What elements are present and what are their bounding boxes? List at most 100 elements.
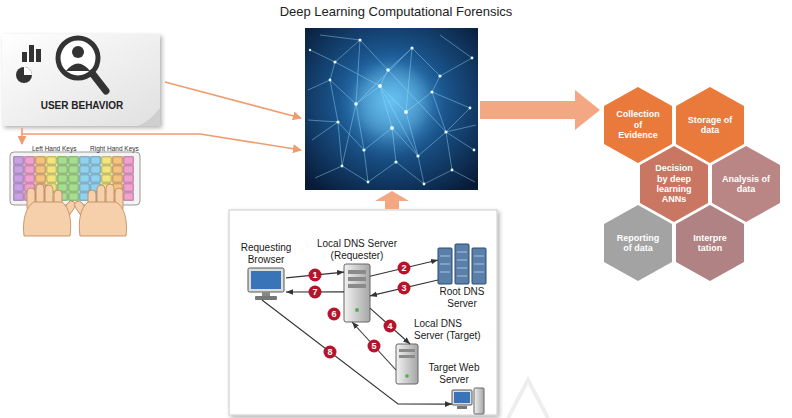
card-label: USER BEHAVIOR bbox=[2, 100, 162, 111]
network-device: Requesting Browser bbox=[246, 268, 286, 300]
neural-network-image bbox=[386, 68, 390, 72]
neural-network-image bbox=[308, 35, 476, 132]
neural-network-image bbox=[423, 183, 426, 186]
callout-number: 8 bbox=[324, 346, 337, 359]
target-dns-server-icon bbox=[399, 355, 415, 358]
neural-network-image bbox=[432, 76, 452, 170]
neural-network-image bbox=[469, 107, 472, 110]
callout-number: 5 bbox=[368, 340, 381, 353]
neural-network-image bbox=[341, 165, 344, 168]
process-hexagon: Reporting of data bbox=[604, 205, 672, 281]
neural-network-image bbox=[362, 148, 365, 151]
requester-server-icon bbox=[348, 284, 366, 288]
neural-network-image bbox=[394, 160, 397, 163]
behavior-card: USER BEHAVIOR bbox=[2, 34, 162, 128]
requester-server-icon bbox=[344, 264, 370, 322]
right-hand bbox=[79, 202, 126, 236]
process-hexagon: Storage of data bbox=[676, 87, 744, 163]
root-server-icon bbox=[455, 244, 469, 284]
callout-number: 4 bbox=[384, 320, 397, 333]
hexagon-label: Collection of Evidence bbox=[613, 109, 663, 140]
behavior-card-paper bbox=[2, 34, 160, 126]
neural-network-image bbox=[305, 28, 478, 190]
root-server-icon bbox=[440, 252, 484, 276]
dns-input-arrow bbox=[375, 191, 409, 209]
neural-network-image bbox=[310, 40, 472, 76]
right-hand bbox=[73, 184, 127, 236]
device-label: Local DNS Server (Target) bbox=[414, 318, 490, 342]
callout-number: 6 bbox=[328, 308, 341, 321]
process-hexagon: Collection of Evidence bbox=[604, 87, 672, 163]
neural-network-image bbox=[336, 120, 339, 123]
neural-network-image bbox=[406, 48, 424, 184]
neural-network-image bbox=[309, 49, 311, 51]
device-label: Target Web Server bbox=[422, 362, 486, 386]
hexagon-label: Interpre tation bbox=[685, 233, 735, 254]
neural-network-image bbox=[308, 35, 476, 184]
process-hexagon: Interpre tation bbox=[676, 205, 744, 281]
neural-network-image bbox=[404, 110, 408, 114]
network-device: Root DNS Server bbox=[438, 244, 486, 284]
neural-network-image bbox=[388, 70, 470, 132]
hexagon-label: Reporting of data bbox=[613, 233, 663, 254]
web-server-icon bbox=[454, 392, 470, 403]
browser-computer-icon bbox=[262, 292, 270, 296]
callout-number: 7 bbox=[309, 285, 322, 298]
callout-number: 3 bbox=[398, 281, 411, 294]
network-device: Local DNS Server (Target) bbox=[396, 344, 418, 384]
callout-number: 2 bbox=[398, 262, 411, 275]
browser-computer-icon bbox=[248, 268, 284, 300]
neural-network-image bbox=[330, 62, 342, 166]
browser-computer-icon bbox=[255, 296, 277, 300]
dns-arrow bbox=[370, 260, 438, 276]
watermark bbox=[508, 380, 548, 418]
browser-computer-icon bbox=[251, 271, 281, 289]
neural-network-image bbox=[308, 80, 470, 112]
input-arrows bbox=[165, 82, 301, 118]
hexagon-label: Storage of data bbox=[685, 115, 735, 136]
chart-icon bbox=[29, 45, 34, 62]
web-server-icon bbox=[452, 390, 472, 405]
requester-server-icon bbox=[344, 264, 370, 322]
dns-arrow bbox=[370, 308, 410, 344]
device-label: Requesting Browser bbox=[233, 242, 299, 266]
hexagon-outline bbox=[640, 146, 708, 222]
hexagon-outline bbox=[676, 87, 744, 163]
neural-network-image bbox=[333, 60, 336, 63]
target-dns-server-icon bbox=[399, 349, 415, 352]
hexagon-label: Decision by deep learning ANNs bbox=[649, 163, 699, 204]
neural-network-image bbox=[438, 74, 441, 77]
callout-number: 1 bbox=[309, 269, 322, 282]
hexagon-outline bbox=[676, 205, 744, 281]
neural-network-image bbox=[356, 40, 368, 182]
hexagon-outline bbox=[604, 87, 672, 163]
dns-arrow bbox=[370, 280, 438, 296]
target-dns-server-icon bbox=[396, 344, 418, 384]
chart-icon bbox=[24, 67, 32, 75]
neural-network-image bbox=[410, 46, 413, 49]
person-magnifier-icon bbox=[58, 38, 106, 91]
neural-network-image bbox=[451, 169, 454, 172]
input-arrows bbox=[21, 128, 23, 144]
hexagon-outline bbox=[712, 146, 780, 222]
neural-network-image bbox=[471, 57, 474, 60]
neural-network-image bbox=[354, 102, 358, 106]
neural-network-image bbox=[430, 90, 433, 93]
requester-server-icon bbox=[348, 277, 366, 281]
device-label: Local DNS Server (Requester) bbox=[309, 238, 405, 262]
neural-network-image bbox=[473, 149, 476, 152]
neural-network-image bbox=[305, 28, 478, 190]
process-hexagon: Analysis of data bbox=[712, 146, 780, 222]
behavior-card-paper bbox=[138, 108, 160, 126]
target-dns-server-icon bbox=[405, 374, 409, 378]
neural-network-image bbox=[378, 84, 382, 88]
neural-network-image bbox=[380, 70, 396, 162]
web-server-icon bbox=[474, 388, 484, 414]
diagram-title: Deep Learning Computational Forensics bbox=[196, 4, 596, 19]
browser-computer-icon bbox=[248, 268, 284, 292]
left-hand bbox=[23, 184, 77, 236]
neural-network-image bbox=[342, 48, 412, 166]
person-magnifier-icon bbox=[92, 73, 106, 91]
chart-icon bbox=[16, 45, 41, 83]
